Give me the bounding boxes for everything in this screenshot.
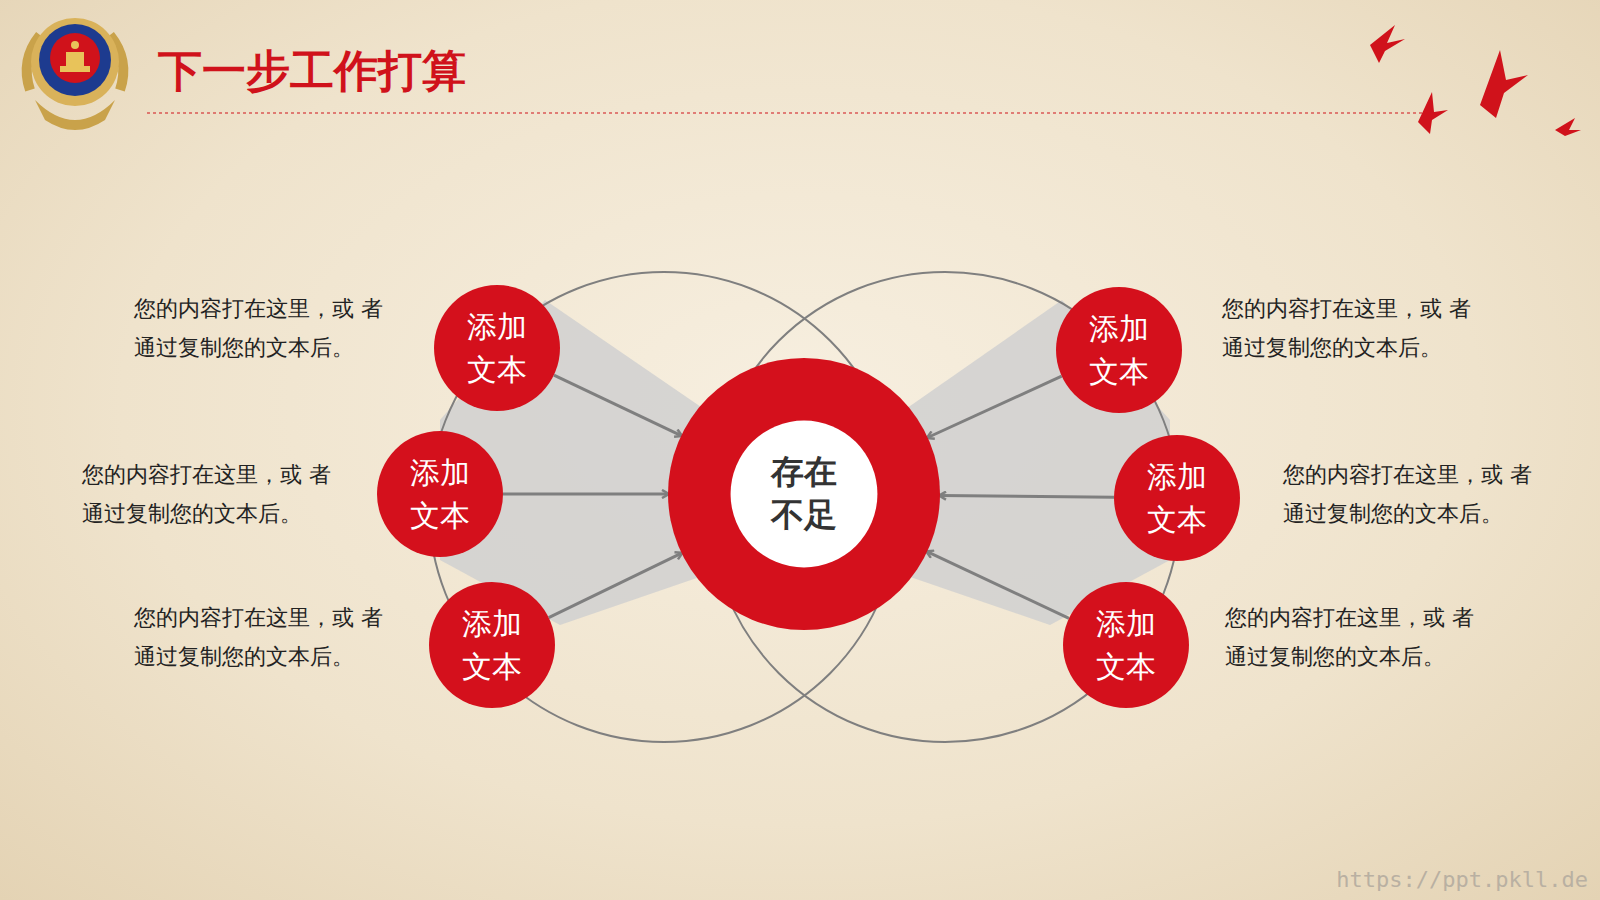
arrow-connector xyxy=(503,493,668,496)
police-emblem xyxy=(27,18,124,130)
arrow-connector xyxy=(927,552,1069,619)
topic-circle: 添加 文本 xyxy=(377,431,503,557)
topic-circle: 添加 文本 xyxy=(429,582,555,708)
ring-inner xyxy=(668,358,940,630)
center-ring: 存在 不足 xyxy=(668,358,940,630)
slide-title: 下一步工作打算 xyxy=(158,42,466,101)
topic-circle: 添加 文本 xyxy=(1063,582,1189,708)
birds xyxy=(1370,25,1581,136)
description-text: 您的内容打在这里，或 者通过复制您的文本后。 xyxy=(1283,456,1549,533)
arrow-connector xyxy=(940,496,1114,498)
node-text: 添加 文本 xyxy=(1144,455,1210,542)
description-text: 您的内容打在这里，或 者通过复制您的文本后。 xyxy=(134,290,400,367)
arrow-connector xyxy=(928,376,1062,437)
description-text: 您的内容打在这里，或 者通过复制您的文本后。 xyxy=(82,456,348,533)
description-text: 您的内容打在这里，或 者通过复制您的文本后。 xyxy=(1222,290,1488,367)
watermark: https://ppt.pkll.de xyxy=(1336,867,1588,892)
topic-circle: 添加 文本 xyxy=(1056,287,1182,413)
arrow-connector xyxy=(554,375,681,436)
description-text: 您的内容打在这里，或 者通过复制您的文本后。 xyxy=(134,599,400,676)
node-text: 添加 文本 xyxy=(407,451,473,538)
node-text: 添加 文本 xyxy=(1086,307,1152,394)
description-text: 您的内容打在这里，或 者通过复制您的文本后。 xyxy=(1225,599,1491,676)
arrow-connector xyxy=(549,553,682,617)
node-text: 添加 文本 xyxy=(459,602,525,689)
node-text: 添加 文本 xyxy=(464,305,530,392)
topic-circle: 添加 文本 xyxy=(1114,435,1240,561)
topic-circle: 添加 文本 xyxy=(434,285,560,411)
node-text: 添加 文本 xyxy=(1093,602,1159,689)
node-text: 存在 不足 xyxy=(768,451,841,537)
